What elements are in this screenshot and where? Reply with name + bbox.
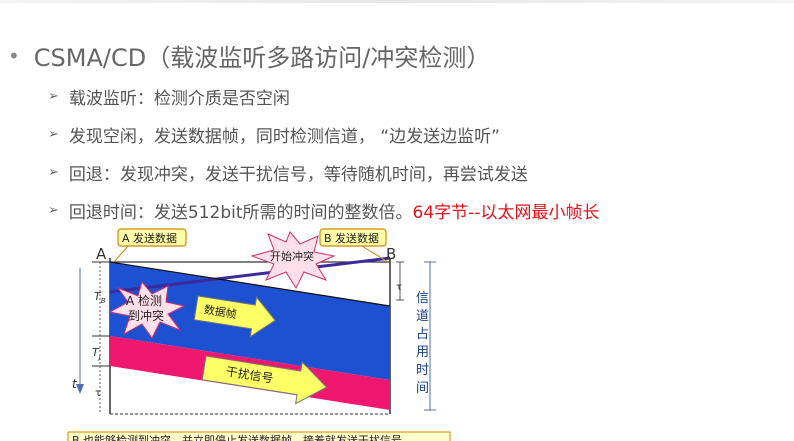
sub-bullet-4: ➢ 回退时间：发送512bit所需的时间的整数倍。 64字节--以太网最小帧长 [48, 198, 599, 223]
footer-note: B 也能够检测到冲突，并立即停止发送数据帧，接着就发送干扰信号。 [72, 433, 413, 441]
bullet-dot: • [8, 43, 20, 68]
sub-bullet-text: 发现空闲，发送数据帧，同时检测信道， “边发送边监听” [68, 127, 500, 147]
sub-bullet-highlight: 64字节--以太网最小帧长 [412, 203, 600, 223]
collision-detect-burst [108, 280, 186, 339]
svg-text:时: 时 [416, 363, 429, 378]
callout-a-pointer [113, 245, 129, 263]
sub-bullet-text: 回退时间：发送512bit所需的时间的整数倍。 [68, 203, 413, 223]
jam-signal-arrow: 干扰信号 [201, 355, 328, 405]
arrow-bullet-icon: ➢ [48, 89, 59, 104]
burst-detect-line1: A 检测 [126, 293, 162, 308]
callout-a-box [117, 228, 187, 247]
heading-bullet: • CSMA/CD（载波监听多路访问/冲突检测） [8, 38, 490, 73]
data-frame-arrow: 数据帧 [193, 295, 276, 338]
tb-label: TB [94, 290, 106, 305]
heading: CSMA/CD（载波监听多路访问/冲突检测） [33, 44, 491, 72]
t-label: t [72, 377, 78, 391]
station-b-label: B [386, 245, 396, 263]
frame-edge-line [109, 261, 391, 307]
arrow-bullet-icon: ➢ [48, 165, 59, 180]
svg-text:信: 信 [416, 291, 429, 306]
sub-bullet-text: 回退：发现冲突，发送干扰信号，等待随机时间，再尝试发送 [68, 165, 528, 185]
callout-b-pointer [361, 245, 389, 263]
svg-text:用: 用 [416, 345, 429, 360]
sub-bullet-3: ➢ 回退：发现冲突，发送干扰信号，等待随机时间，再尝试发送 [48, 160, 528, 185]
svg-text:间: 间 [416, 381, 429, 396]
station-a-label: A [96, 245, 107, 263]
callout-b-box [319, 228, 387, 247]
tau-left-label: τ [95, 388, 101, 399]
arrow-bullet-icon: ➢ [48, 127, 59, 142]
sub-bullet-text: 载波监听：检测介质是否空闲 [68, 89, 290, 109]
collision-start-burst [250, 231, 336, 290]
top-rule [0, 0, 794, 3]
time-axis-arrowhead [76, 384, 84, 394]
burst-start-label: 开始冲突 [270, 249, 314, 263]
arrow-bullet-icon: ➢ [48, 203, 59, 218]
callout-a: A 发送数据 [122, 231, 177, 245]
collision-signal-line [109, 256, 391, 294]
channel-occupancy-label: 信 道 占 用 时 间 [416, 291, 429, 396]
sub-bullet-2: ➢ 发现空闲，发送数据帧，同时检测信道， “边发送边监听” [48, 122, 500, 147]
data-frame-label: 数据帧 [203, 302, 238, 321]
footer-note-box [67, 431, 451, 441]
svg-text:占: 占 [416, 327, 429, 342]
tj-label: TJ [92, 346, 101, 361]
callout-b: B 发送数据 [324, 231, 379, 245]
burst-detect-line2: 到冲突 [128, 308, 164, 323]
sub-bullet-1: ➢ 载波监听：检测介质是否空闲 [48, 84, 290, 109]
svg-text:道: 道 [416, 309, 429, 324]
tau-right-label: τ [396, 282, 402, 293]
